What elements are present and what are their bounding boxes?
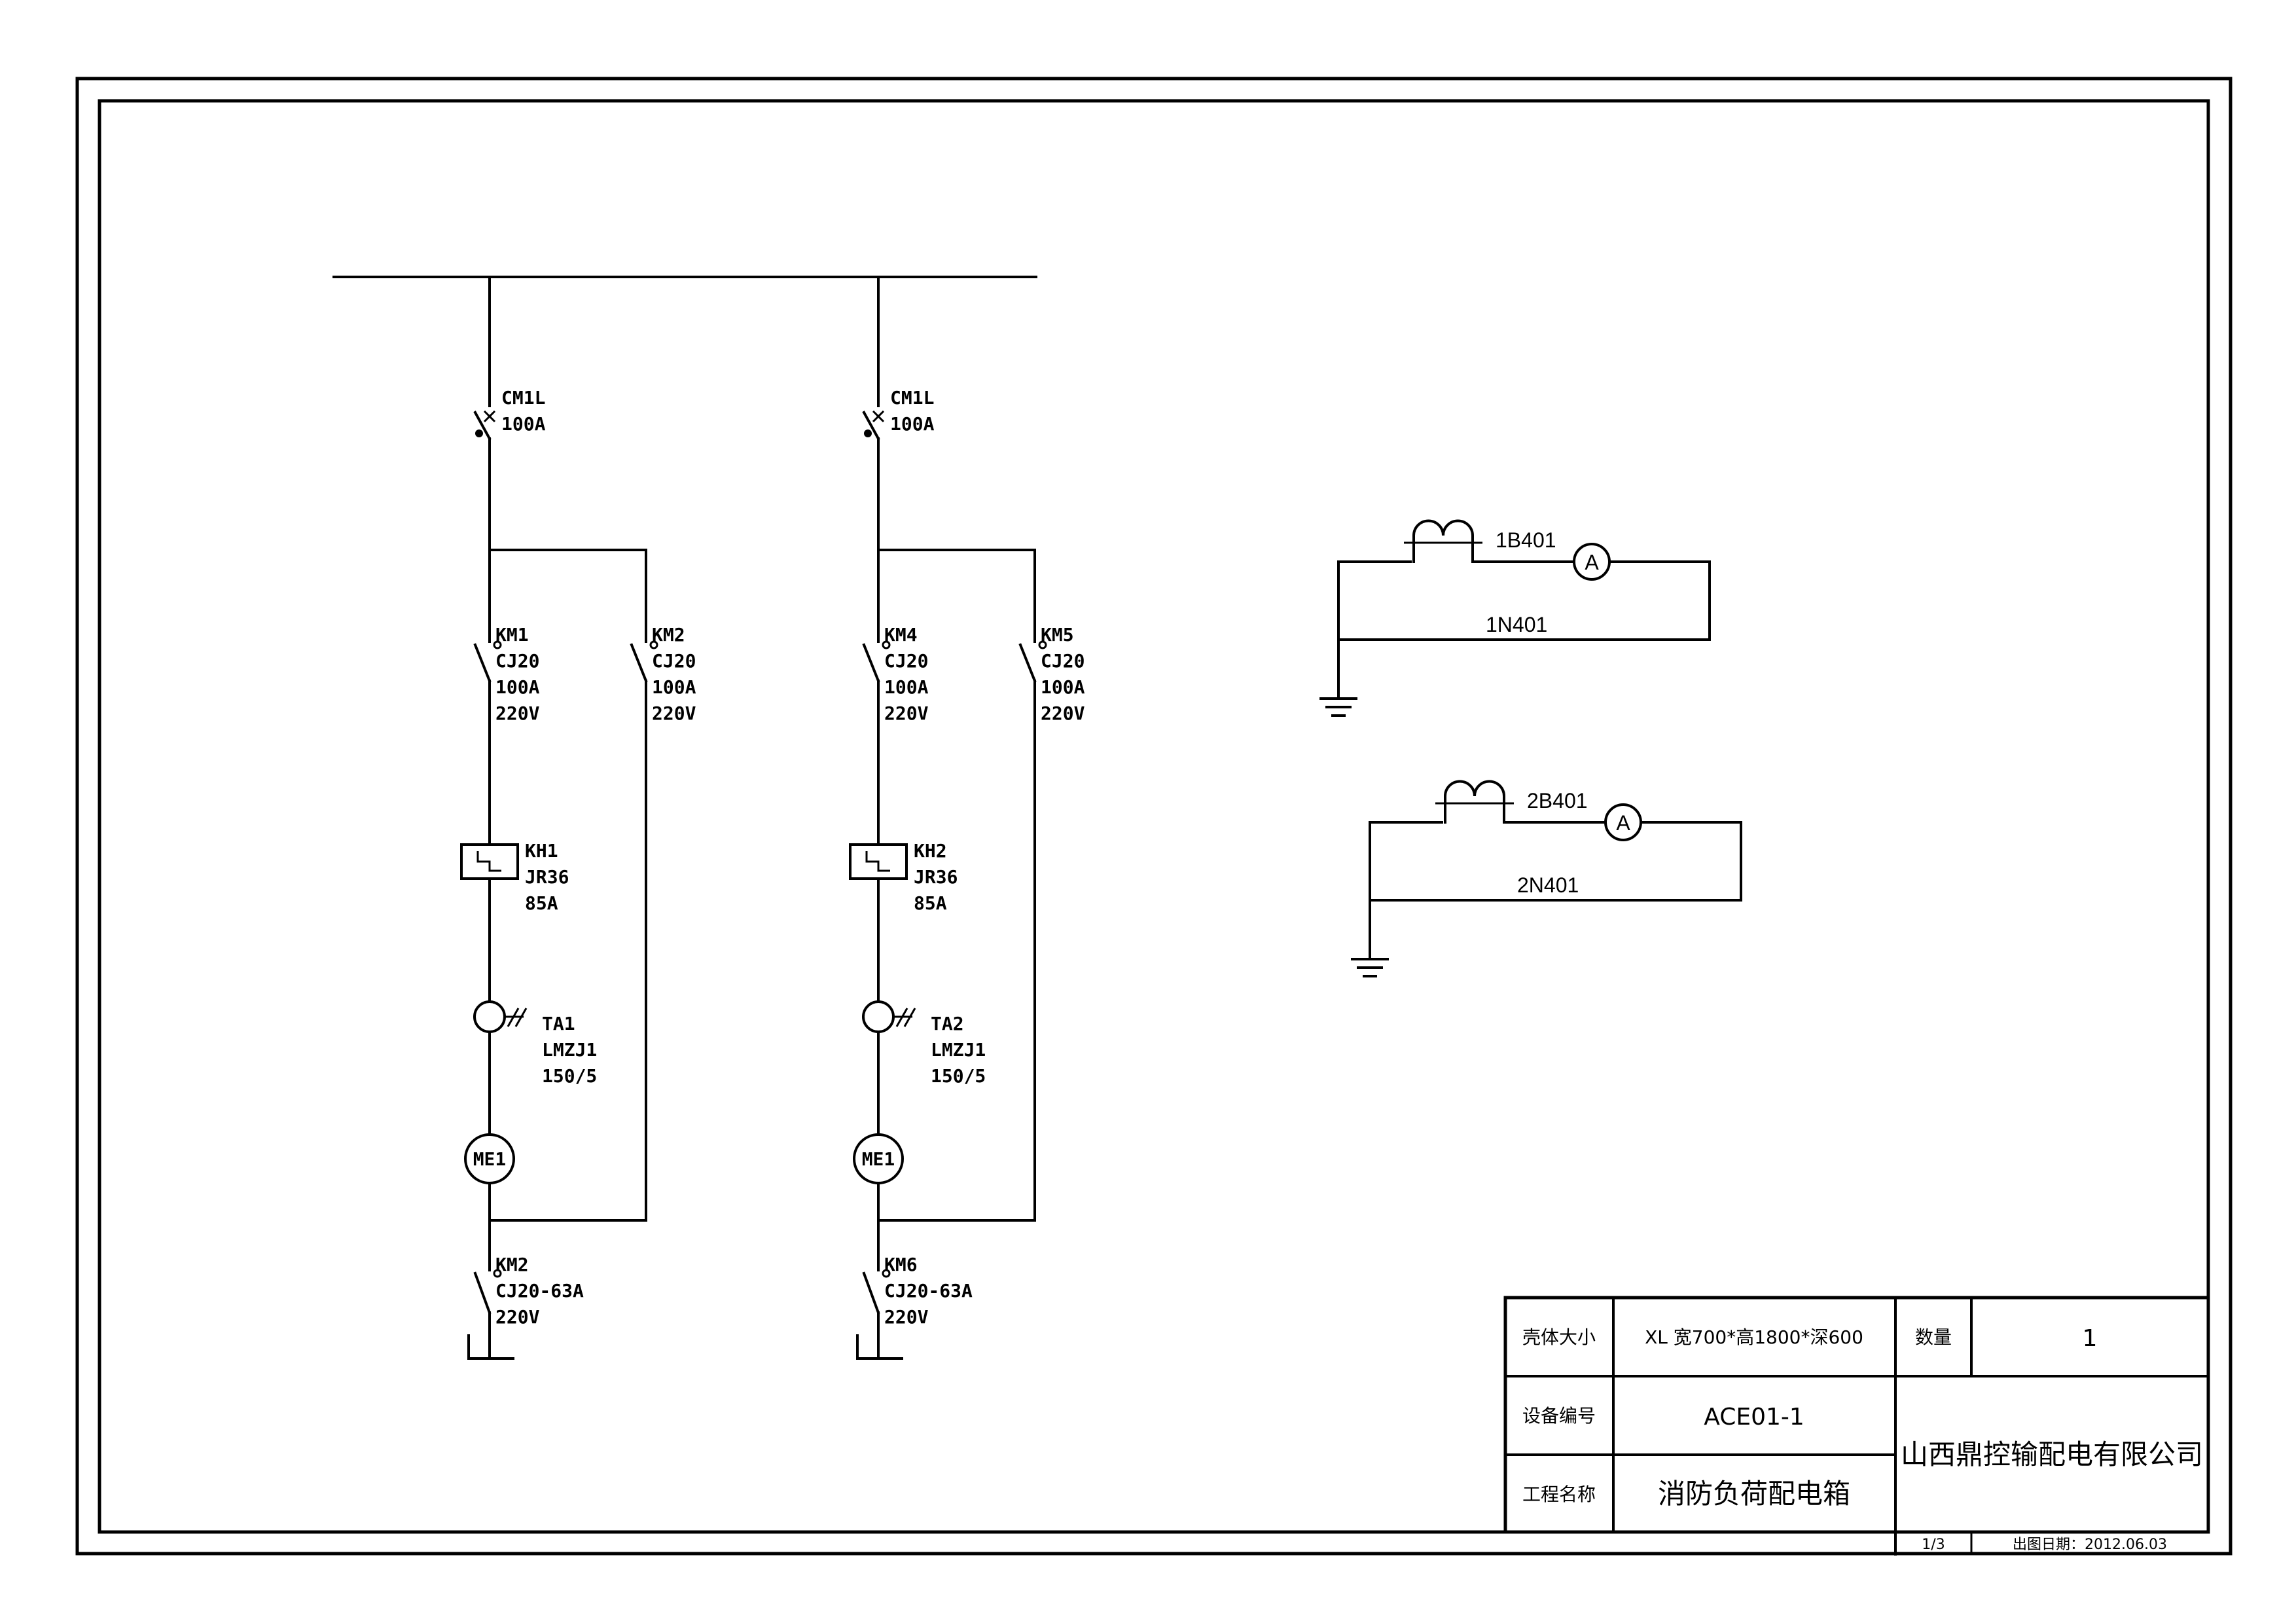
km1-current: 100A <box>495 676 540 698</box>
breaker-name: CM1L <box>890 387 934 409</box>
breaker-symbol <box>862 410 885 633</box>
project-name-label: 工程名称 <box>1522 1484 1596 1505</box>
breaker-rating: 100A <box>501 413 546 435</box>
contactor-km4-symbol <box>862 630 891 846</box>
breaker-rating: 100A <box>890 413 935 435</box>
ammeter-circuit-1: A 1B401 1N401 <box>1319 519 1711 717</box>
inner-border <box>98 99 2210 1534</box>
kh2-name: KH2 <box>914 840 947 862</box>
km5-model: CJ20 <box>1041 650 1085 672</box>
km5-voltage: 220V <box>1041 702 1085 724</box>
return-label: 2N401 <box>1517 873 1579 897</box>
km1-voltage: 220V <box>495 702 540 724</box>
km4-model: CJ20 <box>884 650 928 672</box>
current-transformer-ta1-symbol <box>473 1000 528 1136</box>
current-transformer-ta2-symbol <box>862 1000 916 1136</box>
ta2-name: TA2 <box>931 1013 964 1034</box>
km2-model: CJ20 <box>652 650 696 672</box>
thermal-relay-kh2-symbol <box>849 843 908 1003</box>
project-name-value: 消防负荷配电箱 <box>1658 1478 1850 1510</box>
kh2-model: JR36 <box>914 866 958 888</box>
shell-size-value: XL 宽700*高1800*深600 <box>1645 1326 1863 1348</box>
ct-coil-symbol <box>1412 519 1474 563</box>
company-name: 山西鼎控输配电有限公司 <box>1901 1438 2203 1470</box>
quantity-value: 1 <box>2083 1325 2098 1352</box>
km2-voltage: 220V <box>652 702 696 724</box>
me1-label: ME1 <box>473 1148 507 1170</box>
km6-model: CJ20-63A <box>884 1280 973 1302</box>
kh2-rating: 85A <box>914 892 947 914</box>
km6-name: KM6 <box>884 1254 918 1275</box>
km5-current: 100A <box>1041 676 1085 698</box>
ct-coil-symbol <box>1444 780 1505 824</box>
ct-label: 1B401 <box>1496 528 1556 552</box>
kh1-model: JR36 <box>525 866 569 888</box>
km6-voltage: 220V <box>884 1306 929 1328</box>
km-bottom-model: CJ20-63A <box>495 1280 584 1302</box>
me1-label: ME1 <box>862 1148 895 1170</box>
issue-date: 出图日期：2012.06.03 <box>2013 1537 2167 1553</box>
km-bottom-name: KM2 <box>495 1254 529 1275</box>
kh1-name: KH1 <box>525 840 558 862</box>
ammeter-label: A <box>1585 551 1599 574</box>
return-label: 1N401 <box>1486 613 1547 636</box>
km4-voltage: 220V <box>884 702 929 724</box>
contactor-bottom-symbol <box>856 1269 903 1360</box>
ta2-model: LMZJ1 <box>931 1039 986 1061</box>
thermal-relay-kh1-symbol <box>460 843 519 1003</box>
ct-label: 2B401 <box>1527 789 1588 812</box>
km2-current: 100A <box>652 676 696 698</box>
ammeter-circuit-2: A 2B401 2N401 <box>1351 780 1742 977</box>
device-no-value: ACE01-1 <box>1704 1404 1804 1431</box>
ta2-ratio: 150/5 <box>931 1065 986 1087</box>
km5-name: KM5 <box>1041 624 1074 646</box>
contactor-km2-symbol <box>630 549 658 1222</box>
contactor-km1-symbol <box>473 630 502 846</box>
ta1-model: LMZJ1 <box>542 1039 597 1061</box>
circuit-1: CM1L 100A KM1 CJ20 100A 220V KM2 CJ20 10… <box>460 276 696 1360</box>
device-no-label: 设备编号 <box>1522 1405 1596 1427</box>
breaker-name: CM1L <box>501 387 545 409</box>
ground-icon <box>1319 697 1357 717</box>
ammeter-label: A <box>1616 811 1630 835</box>
shell-size-label: 壳体大小 <box>1522 1326 1596 1348</box>
quantity-label: 数量 <box>1915 1326 1952 1348</box>
breaker-symbol <box>473 410 496 633</box>
title-block: 壳体大小 XL 宽700*高1800*深600 数量 1 设备编号 ACE01-… <box>1503 1296 2210 1556</box>
km4-name: KM4 <box>884 624 918 646</box>
kh1-rating: 85A <box>525 892 558 914</box>
ground-icon <box>1351 958 1389 977</box>
km-bottom-voltage: 220V <box>495 1306 540 1328</box>
circuit-2: CM1L 100A KM4 CJ20 100A 220V KM5 CJ20 10… <box>849 276 1085 1360</box>
contactor-bottom-symbol <box>467 1269 514 1360</box>
km1-name: KM1 <box>495 624 529 646</box>
km1-model: CJ20 <box>495 650 539 672</box>
contactor-km5-symbol <box>1018 549 1047 1222</box>
outer-border <box>75 77 2233 1556</box>
ta1-ratio: 150/5 <box>542 1065 597 1087</box>
km2-name: KM2 <box>652 624 685 646</box>
sheet-number: 1/3 <box>1922 1537 1945 1553</box>
ta1-name: TA1 <box>542 1013 575 1034</box>
km4-current: 100A <box>884 676 929 698</box>
